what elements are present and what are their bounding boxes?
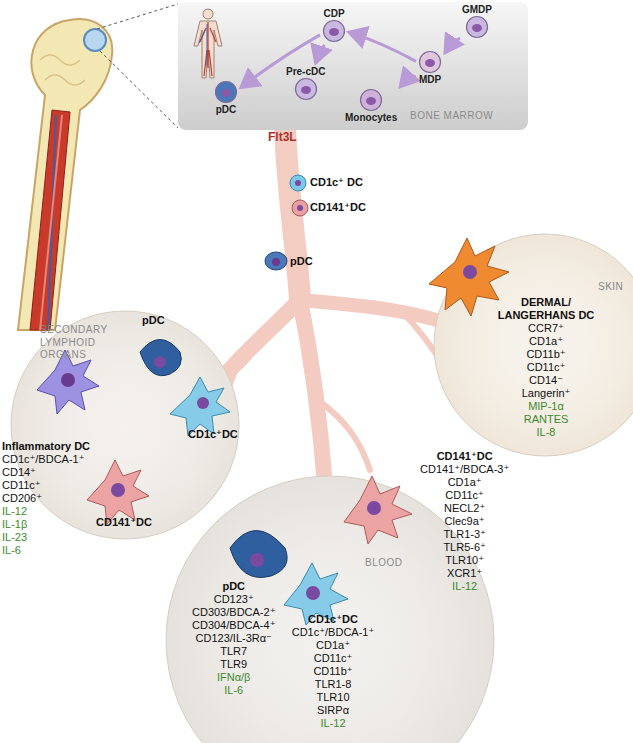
cell-label: GMDP [462, 4, 492, 15]
marker-text: CD1a⁺ [283, 639, 383, 652]
cell-label: CD141⁺DC [310, 201, 366, 214]
marker-text: CD123/IL-3Rα⁻ [192, 632, 275, 645]
marker-text: XCR1⁺ [420, 567, 509, 580]
cell-label: MDP [419, 74, 441, 85]
marker-text: CD11c⁺ [283, 652, 383, 665]
marker-text: IL-6 [192, 684, 275, 697]
marker-text: CD11b⁺ [283, 665, 383, 678]
marker-text: CD11c⁺ [420, 489, 509, 502]
cell-type-name: CD1c⁺DC [283, 613, 383, 626]
region-title: SECONDARY LYMPHOID ORGANS [40, 324, 118, 362]
lineage-arrow [445, 38, 460, 53]
tissue-circle: SECONDARY LYMPHOID ORGANSpDCCD1c⁺DCInfla… [10, 310, 240, 540]
marker-text: Clec9a⁺ [420, 515, 509, 528]
cell-icon [465, 15, 489, 39]
marker-text: CD1c⁺/BDCA-1⁺ [283, 626, 383, 639]
cell-type-name: pDC [142, 314, 165, 327]
lineage-arrow [400, 77, 416, 87]
progenitor-cell: pDC [214, 80, 238, 115]
region-title: SKIN [598, 281, 623, 294]
marker-text: CD1a⁺ [488, 335, 604, 348]
marker-text: TLR1-3⁺ [420, 528, 509, 541]
marker-text: TLR5-6⁺ [420, 541, 509, 554]
marker-text: IL-1β [2, 518, 90, 531]
cell-marker-list: pDC [142, 314, 165, 327]
marker-text: IL-12 [283, 717, 383, 730]
marker-text: CD14⁻ [488, 374, 604, 387]
marker-text: SIRPα [283, 704, 383, 717]
factor-label: Flt3L [268, 130, 297, 144]
cell-type-name: pDC [192, 580, 275, 593]
marker-text: CD303/BDCA-2⁺ [192, 606, 275, 619]
progenitor-cell: Pre-cDC [286, 66, 325, 101]
cell-label: Pre-cDC [286, 66, 325, 77]
cell-marker-list: Inflammatory DCCD1c⁺/BDCA-1⁺CD14⁺CD11c⁺C… [2, 440, 90, 557]
tissue-circle: BLOOD pDCCD123⁺CD303/BDCA-2⁺CD304/BDCA-4⁺… [165, 475, 495, 743]
marker-text: CD141⁺/BDCA-3⁺ [420, 463, 509, 476]
marker-text: TLR7 [192, 645, 275, 658]
cell-icon [418, 50, 442, 74]
lineage-arrow [316, 45, 325, 63]
progenitor-cell: GMDP [462, 4, 492, 39]
marker-text: IL-6 [2, 544, 90, 557]
cell-marker-list: CD141⁺DC [96, 516, 152, 529]
region-title: BLOOD [365, 557, 403, 570]
cell-icon [37, 340, 230, 525]
marker-text: CD11c⁺ [488, 361, 604, 374]
cell-icon [429, 238, 509, 316]
marker-text: TLR10⁺ [420, 554, 509, 567]
cell-icon [322, 19, 346, 43]
cell-type-name: CD1c⁺DC [188, 428, 238, 441]
cell-icon [359, 88, 383, 112]
tissue-circle: SKINDERMAL/ LANGERHANS DCCCR7⁺CD1a⁺CD11b… [433, 233, 633, 457]
cell-label: CDP [323, 8, 344, 19]
marker-text: CD123⁺ [192, 593, 275, 606]
cell-label: pDC [216, 104, 237, 115]
marker-text: TLR10 [283, 691, 383, 704]
bone-marrow-box: BONE MARROW GMDP CDP MDP Pre-cDC pDC Monocytes [178, 2, 528, 130]
cell-icon [230, 476, 412, 625]
marker-text: IL-12 [2, 505, 90, 518]
cell-icon [214, 80, 238, 104]
cell-marker-list: CD141⁺DCCD141⁺/BDCA-3⁺CD1a⁺CD11c⁺NECL2⁺C… [420, 450, 509, 593]
marker-text: CD11c⁺ [2, 479, 90, 492]
marker-text: CD11b⁺ [488, 348, 604, 361]
cell-type-name: Inflammatory DC [2, 440, 90, 453]
marker-text: IL-23 [2, 531, 90, 544]
marker-text: CD1a⁺ [420, 476, 509, 489]
marker-text: CD206⁺ [2, 492, 90, 505]
femur-drawing [18, 4, 178, 330]
marker-text: NECL2⁺ [420, 502, 509, 515]
region-title: BONE MARROW [410, 110, 493, 121]
marker-text: IL-12 [420, 580, 509, 593]
marker-text: CD304/BDCA-4⁺ [192, 619, 275, 632]
progenitor-cell: Monocytes [345, 88, 397, 123]
marker-text: TLR9 [192, 658, 275, 671]
cell-type-name: DERMAL/ LANGERHANS DC [496, 296, 596, 322]
progenitor-cell: MDP [418, 50, 442, 85]
cell-type-name: CD141⁺DC [96, 516, 152, 529]
lineage-arrow [241, 35, 320, 88]
marker-text: RANTES [488, 413, 604, 426]
cell-marker-list: DERMAL/ LANGERHANS DCCCR7⁺CD1a⁺CD11b⁺CD1… [488, 296, 604, 439]
marker-text: IFNα/β [192, 671, 275, 684]
marker-text: IL-8 [488, 426, 604, 439]
cell-label: CD1c⁺ DC [310, 176, 363, 189]
marker-text: TLR1-8 [283, 678, 383, 691]
cell-icon [294, 77, 318, 101]
marker-text: CD14⁺ [2, 466, 90, 479]
cell-marker-list: pDCCD123⁺CD303/BDCA-2⁺CD304/BDCA-4⁺CD123… [192, 580, 275, 697]
marker-text: Langerin⁺ [488, 387, 604, 400]
progenitor-cell: CDP [322, 8, 346, 43]
lineage-arrow [349, 32, 416, 61]
marker-text: CCR7⁺ [488, 322, 604, 335]
marker-text: CD1c⁺/BDCA-1⁺ [2, 453, 90, 466]
marker-text: MIP-1α [488, 400, 604, 413]
blood-vessel [205, 128, 470, 485]
cell-type-name: CD141⁺DC [420, 450, 509, 463]
cell-marker-list: CD1c⁺DCCD1c⁺/BDCA-1⁺CD1a⁺CD11c⁺CD11b⁺TLR… [283, 613, 383, 730]
cell-label: Monocytes [345, 112, 397, 123]
cell-marker-list: CD1c⁺DC [188, 428, 238, 441]
cell-label: pDC [290, 255, 313, 267]
